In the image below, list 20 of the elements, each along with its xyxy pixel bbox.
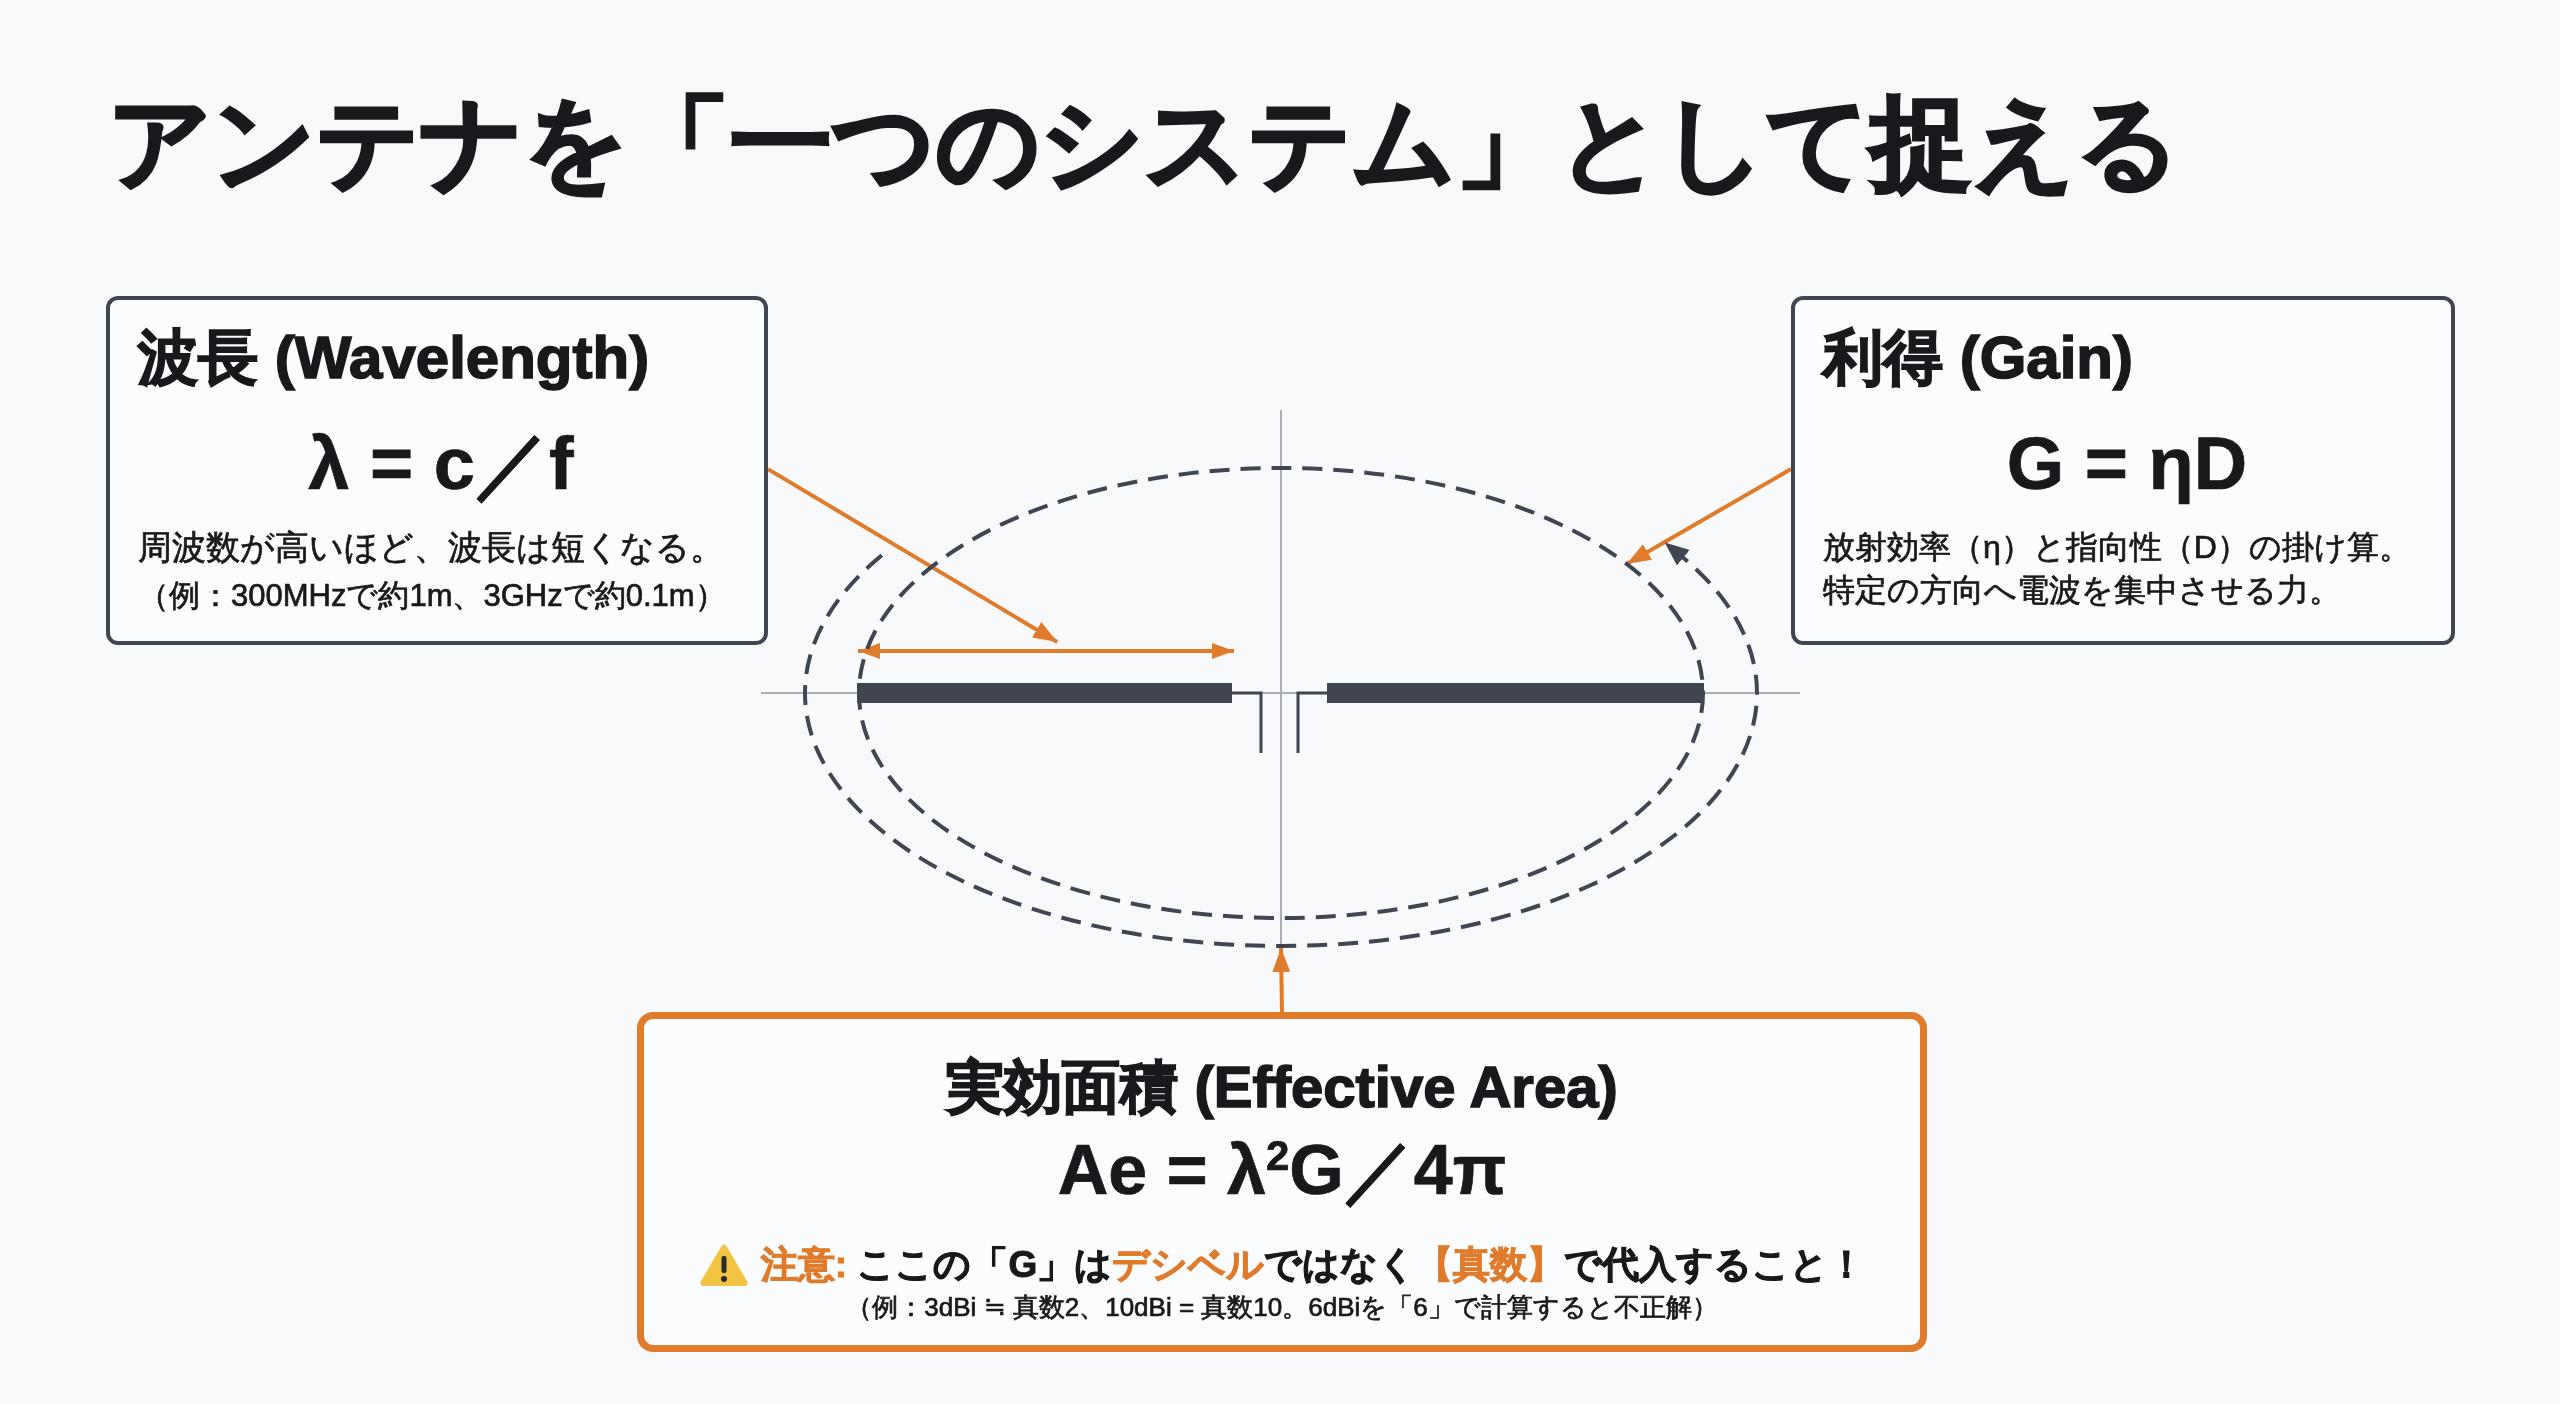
box-heading: 波長 (Wavelength)	[138, 323, 650, 393]
box-heading: 実効面積 (Effective Area)	[946, 1053, 1618, 1121]
description: 放射効率（η）と指向性（D）の掛け算。	[1823, 527, 2411, 567]
page-title: アンテナを「一つのシステム」として捉える	[108, 85, 2180, 202]
dashed-ellipse	[857, 466, 1705, 920]
formula: Ae = λ$^{2}$G／4π	[1057, 1129, 1507, 1211]
description: 周波数が高いほど、波長は短くなる。	[138, 526, 724, 568]
leader-arrow	[1272, 947, 1291, 1013]
formula: λ = c／f	[308, 421, 574, 507]
formula: G = ηD	[2006, 421, 2248, 507]
leader-arrow	[766, 467, 1059, 644]
info-box	[106, 296, 768, 645]
example-note: （例：3dBi ≒ 真数2、10dBi = 真数10。6dBiを「6」で計算すると不正解）	[846, 1290, 1718, 1324]
callout-box	[637, 1012, 1927, 1352]
warning-text: 注意: ここの「G」はデシベルではなく【真数】で代入すること！	[760, 1242, 1866, 1287]
leader-arrow	[1625, 467, 1792, 566]
info-box	[1791, 296, 2455, 645]
description: 特定の方向へ電波を集中させる力。	[1823, 571, 2341, 611]
example-note: （例：300MHzで約1m、3GHzで約0.1m）	[138, 577, 726, 615]
box-heading: 利得 (Gain)	[1823, 323, 2133, 393]
